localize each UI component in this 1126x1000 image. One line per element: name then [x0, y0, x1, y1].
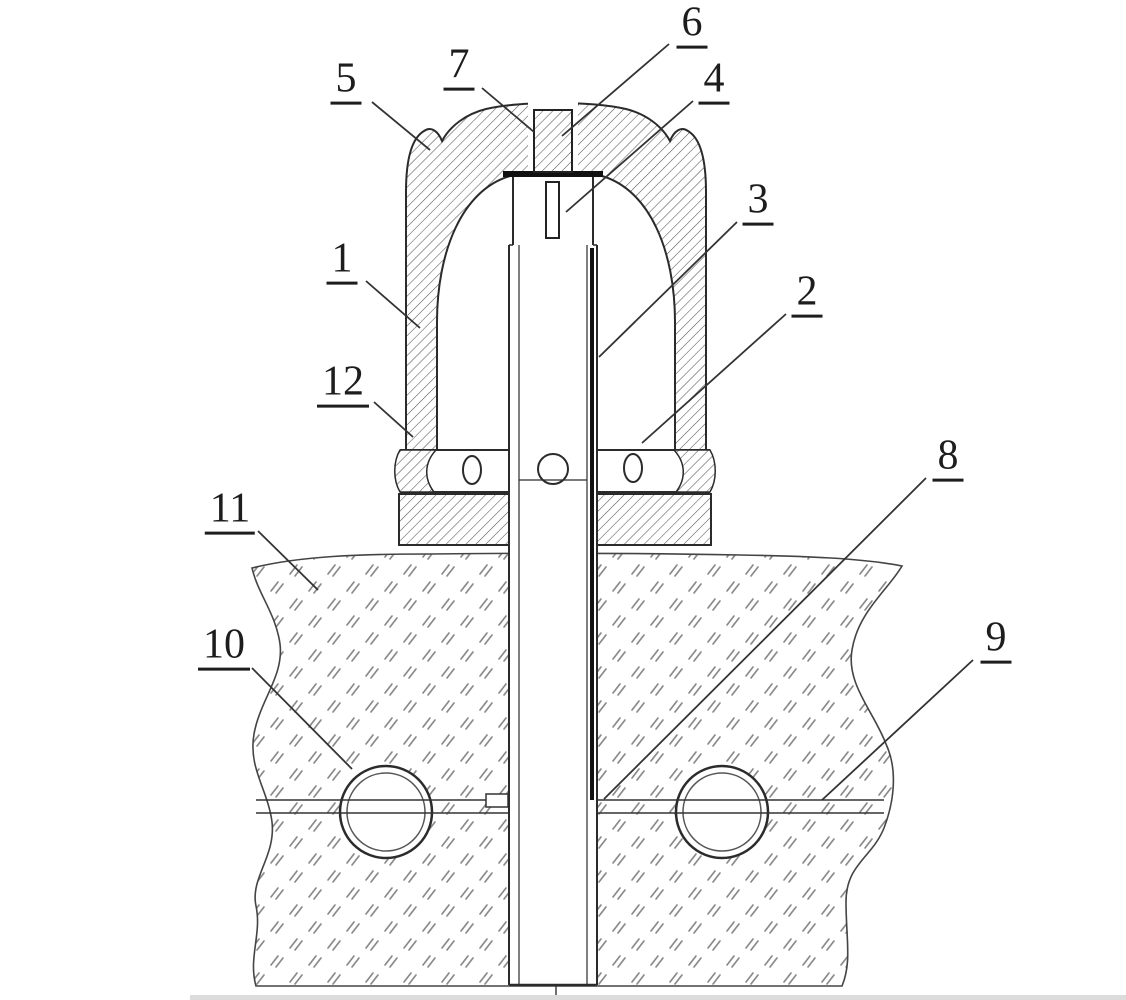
- scan-edge-artifact: [190, 995, 1126, 1000]
- leader-line-9: [821, 659, 974, 801]
- skirt-left: [394, 449, 438, 493]
- leader-line-3: [598, 221, 738, 358]
- buried-pipe-right: [674, 764, 770, 860]
- leader-line-1: [365, 280, 421, 329]
- leader-line-2: [641, 313, 787, 444]
- leader-line-10: [251, 667, 353, 770]
- pipeline-clamp: [485, 793, 509, 808]
- leader-line-12: [373, 401, 414, 438]
- leader-line-5: [371, 101, 431, 151]
- bell-housing-wall: [405, 101, 707, 451]
- leader-line-11: [257, 530, 319, 591]
- base-plate-left: [398, 493, 510, 546]
- inner-rod: [545, 181, 560, 239]
- top-cap: [533, 109, 573, 173]
- center-port: [537, 453, 569, 485]
- leader-line-8: [603, 477, 927, 800]
- leader-line-6: [561, 43, 670, 137]
- center-tube: [508, 176, 598, 987]
- bolt-right: [623, 453, 643, 483]
- skirt-right: [672, 449, 716, 493]
- leader-line-7: [481, 87, 535, 133]
- base-plate-right: [596, 493, 712, 546]
- leader-line-4: [565, 100, 694, 213]
- bolt-left: [462, 455, 482, 485]
- buried-pipe-left: [338, 764, 434, 860]
- leader-lines: [251, 43, 974, 801]
- pipeline-lines: [256, 799, 884, 814]
